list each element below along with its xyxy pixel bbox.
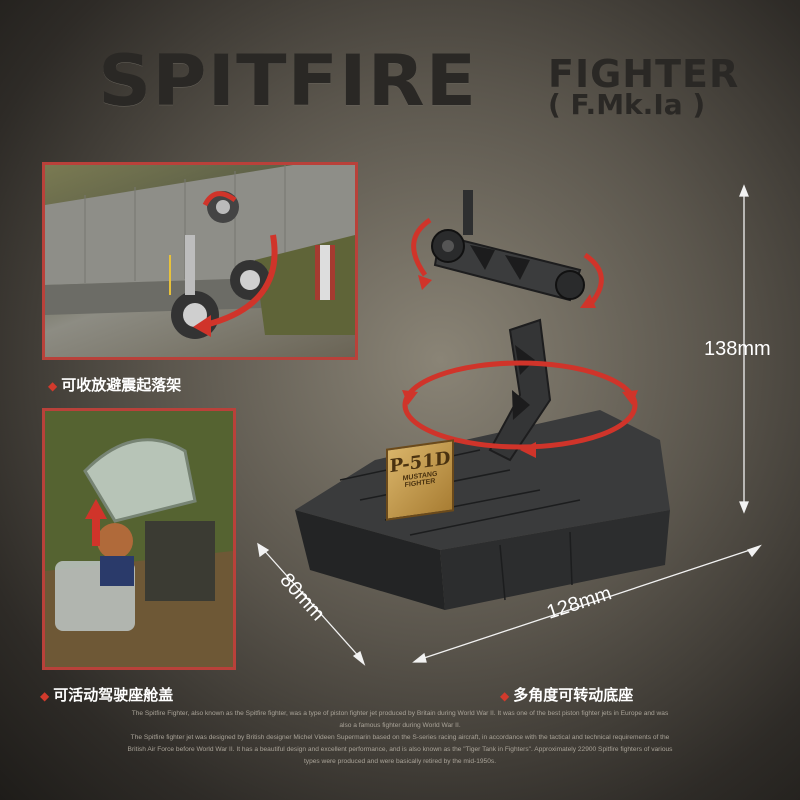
- diamond-icon: ◆: [500, 689, 510, 703]
- cockpit-caption: ◆可活动驾驶座舱盖: [40, 686, 174, 704]
- product-subtitle: FIGHTER: [548, 52, 740, 96]
- landing-gear-illustration: [45, 165, 355, 339]
- name-plaque: P-51D MUSTANG FIGHTER: [386, 439, 454, 521]
- diamond-icon: ◆: [48, 379, 58, 393]
- diamond-icon: ◆: [40, 689, 50, 703]
- product-model: ( F.Mk.Ia ): [548, 88, 706, 121]
- up-arrow-icon: [85, 499, 107, 546]
- cockpit-inset: [42, 408, 236, 670]
- product-title: SPITFIRE: [98, 40, 478, 122]
- rotate-arrow-icon: [202, 191, 237, 207]
- landing-gear-caption: ◆可收放避震起落架: [48, 376, 182, 394]
- cockpit-illustration: [45, 411, 233, 667]
- rotate-arrow-icon: [402, 217, 638, 450]
- product-description: The Spitfire Fighter, also known as the …: [127, 710, 673, 765]
- landing-gear-inset: [42, 162, 358, 360]
- height-dimension: 138mm: [704, 338, 771, 360]
- base-caption: ◆多角度可转动底座: [500, 686, 634, 704]
